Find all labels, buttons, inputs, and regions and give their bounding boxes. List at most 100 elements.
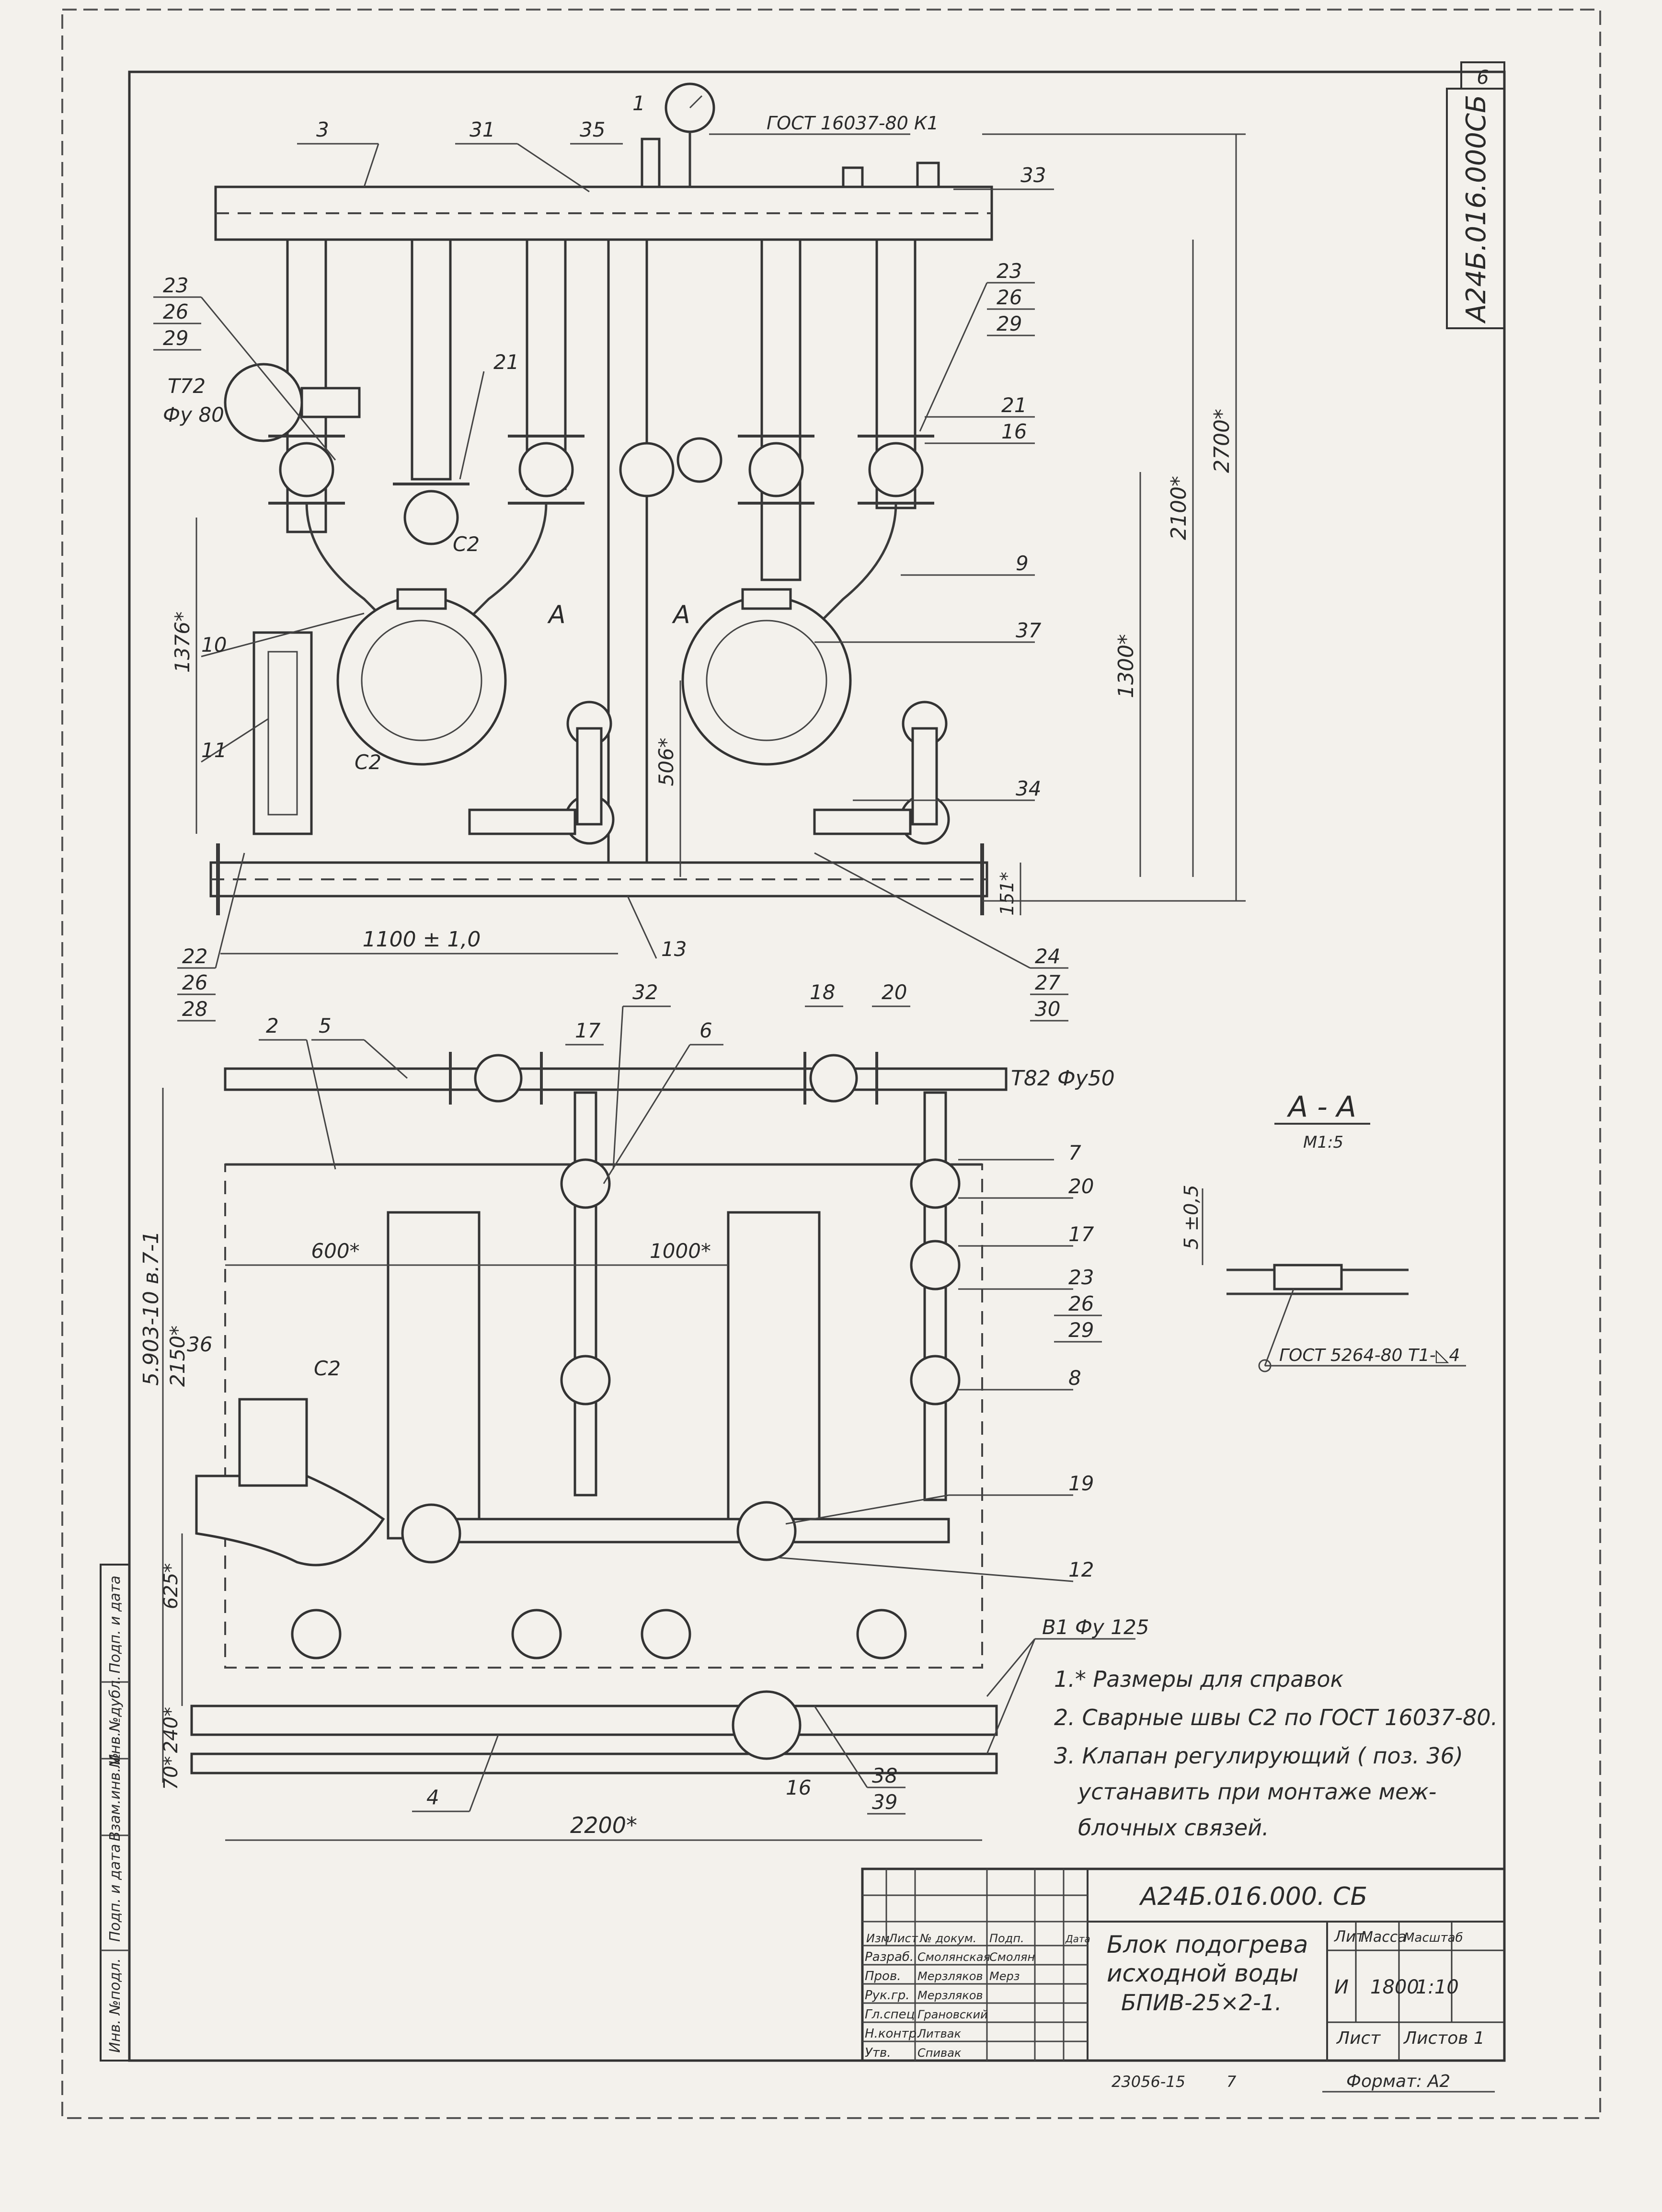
callout-21-right: 21	[1001, 393, 1027, 417]
callout-29-plan: 29	[1068, 1318, 1094, 1342]
stamp-sign2: Подп. и дата	[107, 1576, 124, 1673]
side-code: 5.903-10 в.7-1	[139, 1231, 163, 1386]
dim-1300: 1300*	[1114, 634, 1138, 698]
callout-31: 31	[470, 118, 495, 141]
sign-1: Смолян	[989, 1950, 1035, 1964]
mass-value: 1800	[1370, 1976, 1419, 1998]
callout-7: 7	[1068, 1141, 1081, 1164]
side-stamp: Инв. №подл. Подп. и дата Взам.инв.№ Инв.…	[100, 1564, 130, 2062]
footer-inv: 23056-15	[1112, 2073, 1185, 2091]
footer-format: Формат: А2	[1346, 2072, 1450, 2091]
footer: 23056-15 7 Формат: А2	[1112, 2072, 1495, 2093]
sheets-label: Листов 1	[1403, 2028, 1485, 2048]
dim-240: 240*	[160, 1707, 182, 1753]
callout-26-left: 26	[163, 300, 188, 323]
stamp-dup: Инв.№дубл.	[107, 1676, 124, 1765]
name-1: Смолянская	[917, 1950, 990, 1964]
name-6: Спивак	[917, 2046, 962, 2060]
callout-20-top: 20	[882, 980, 907, 1004]
callout-5: 5	[319, 1014, 332, 1037]
title-designation: А24Б.016.000. СБ	[1139, 1882, 1367, 1911]
callout-38: 38	[872, 1764, 897, 1787]
name-2: Мерзляков	[917, 1970, 983, 1983]
callout-26-plan: 26	[1068, 1292, 1094, 1315]
role-2: Пров.	[865, 1969, 901, 1983]
role-4: Гл.спец	[865, 2007, 915, 2022]
callout-33: 33	[1020, 163, 1046, 187]
callout-13: 13	[661, 937, 687, 961]
callout-39: 39	[872, 1790, 897, 1814]
callout-19: 19	[1068, 1472, 1094, 1495]
elevation-callouts: 3 31 35 1 33 23 26 29 23 26 29 21 21 16 …	[153, 92, 1068, 1022]
dim-1376: 1376*	[171, 611, 194, 673]
name-4: Грановский	[917, 2008, 988, 2021]
v1-label: В1 Фу 125	[1042, 1615, 1149, 1639]
note-3: 3. Клапан регулирующий ( поз. 36)	[1054, 1743, 1463, 1769]
stamp-inv: Инв. №подл.	[107, 1958, 124, 2052]
elevation-dimensions: 2700* 2100* 1300* 506* 1376* 151* 1100 ±…	[163, 113, 1246, 955]
elevation-view: А А	[209, 82, 993, 915]
dim-1100: 1100 ± 1,0	[363, 927, 481, 952]
title-name-3: БПИВ-25×2-1.	[1121, 1990, 1282, 2016]
standard-top: ГОСТ 16037-80 К1	[767, 113, 939, 134]
section-weld-note: ГОСТ 5264-80 Т1-◺4	[1279, 1346, 1460, 1365]
callout-27: 27	[1035, 971, 1061, 994]
dim-70: 70*	[160, 1756, 182, 1790]
callout-35: 35	[580, 118, 605, 141]
name-5: Литвак	[917, 2027, 961, 2040]
callout-37: 37	[1016, 619, 1042, 642]
callout-17: 17	[1068, 1222, 1094, 1246]
callout-8: 8	[1068, 1366, 1081, 1390]
callout-29-left: 29	[163, 326, 188, 350]
dim-2150: 2150*	[166, 1325, 189, 1387]
dim-506: 506*	[654, 737, 678, 786]
callout-11: 11	[201, 738, 227, 762]
callout-36: 36	[187, 1333, 212, 1356]
dim-2700: 2700*	[1210, 409, 1234, 473]
notes: 1.* Размеры для справок 2. Сварные швы С…	[1054, 1666, 1498, 1841]
dim-1000: 1000*	[650, 1239, 711, 1263]
footer-num: 7	[1226, 2073, 1237, 2091]
role-3: Рук.гр.	[865, 1988, 909, 2003]
inner-frame	[128, 70, 1506, 2062]
hdr-list: Лист	[888, 1932, 918, 1945]
sign-2: Мерз	[989, 1970, 1020, 1983]
callout-34: 34	[1016, 777, 1041, 800]
dim-151: 151*	[997, 872, 1018, 916]
dim-625: 625*	[160, 1563, 182, 1609]
note-3-line3: блочных связей.	[1078, 1815, 1269, 1841]
weld-c2-mid: С2	[355, 750, 381, 774]
role-6: Утв.	[865, 2046, 891, 2060]
t82-label: Т82 Фу50	[1011, 1066, 1115, 1091]
dim-600: 600*	[311, 1239, 359, 1263]
note-3-line2: устанавить при монтаже меж-	[1077, 1779, 1436, 1805]
callout-23-right: 23	[997, 259, 1022, 283]
corner-code-box	[1446, 88, 1505, 329]
title-name-1: Блок подогрева	[1107, 1931, 1308, 1959]
corner-code: А24Б.016.000СБ	[1461, 95, 1492, 324]
callout-16-plan: 16	[786, 1776, 811, 1799]
section-scale: М1:5	[1303, 1133, 1343, 1152]
callout-24: 24	[1035, 945, 1060, 968]
callout-12: 12	[1068, 1558, 1094, 1581]
hdr-sign: Подп.	[989, 1932, 1024, 1945]
callout-9: 9	[1016, 552, 1029, 575]
stamp-sign1: Подп. и дата	[107, 1844, 124, 1942]
hdr-date: Дата	[1065, 1933, 1090, 1945]
callout-20: 20	[1068, 1175, 1094, 1198]
sheet-label: Лист	[1336, 2028, 1381, 2048]
lit-value: И	[1334, 1976, 1349, 1998]
note-2: 2. Сварные швы С2 по ГОСТ 16037-80.	[1054, 1705, 1498, 1730]
stamp-replace: Взам.инв.№	[107, 1753, 124, 1842]
plan-view	[190, 1052, 1008, 1774]
hdr-doc: № докум.	[919, 1932, 976, 1945]
title-block: Изм Лист № докум. Подп. Дата Разраб. Смо…	[861, 1867, 1506, 2062]
dim-2200: 2200*	[570, 1812, 637, 1838]
section-mark-right: А	[672, 600, 690, 629]
callout-26-right: 26	[997, 286, 1022, 309]
callout-29-right: 29	[997, 312, 1022, 335]
callout-21-left: 21	[493, 350, 519, 374]
callout-18: 18	[810, 980, 835, 1004]
callout-26-bottom: 26	[182, 971, 207, 994]
callout-17-top: 17	[575, 1019, 601, 1042]
